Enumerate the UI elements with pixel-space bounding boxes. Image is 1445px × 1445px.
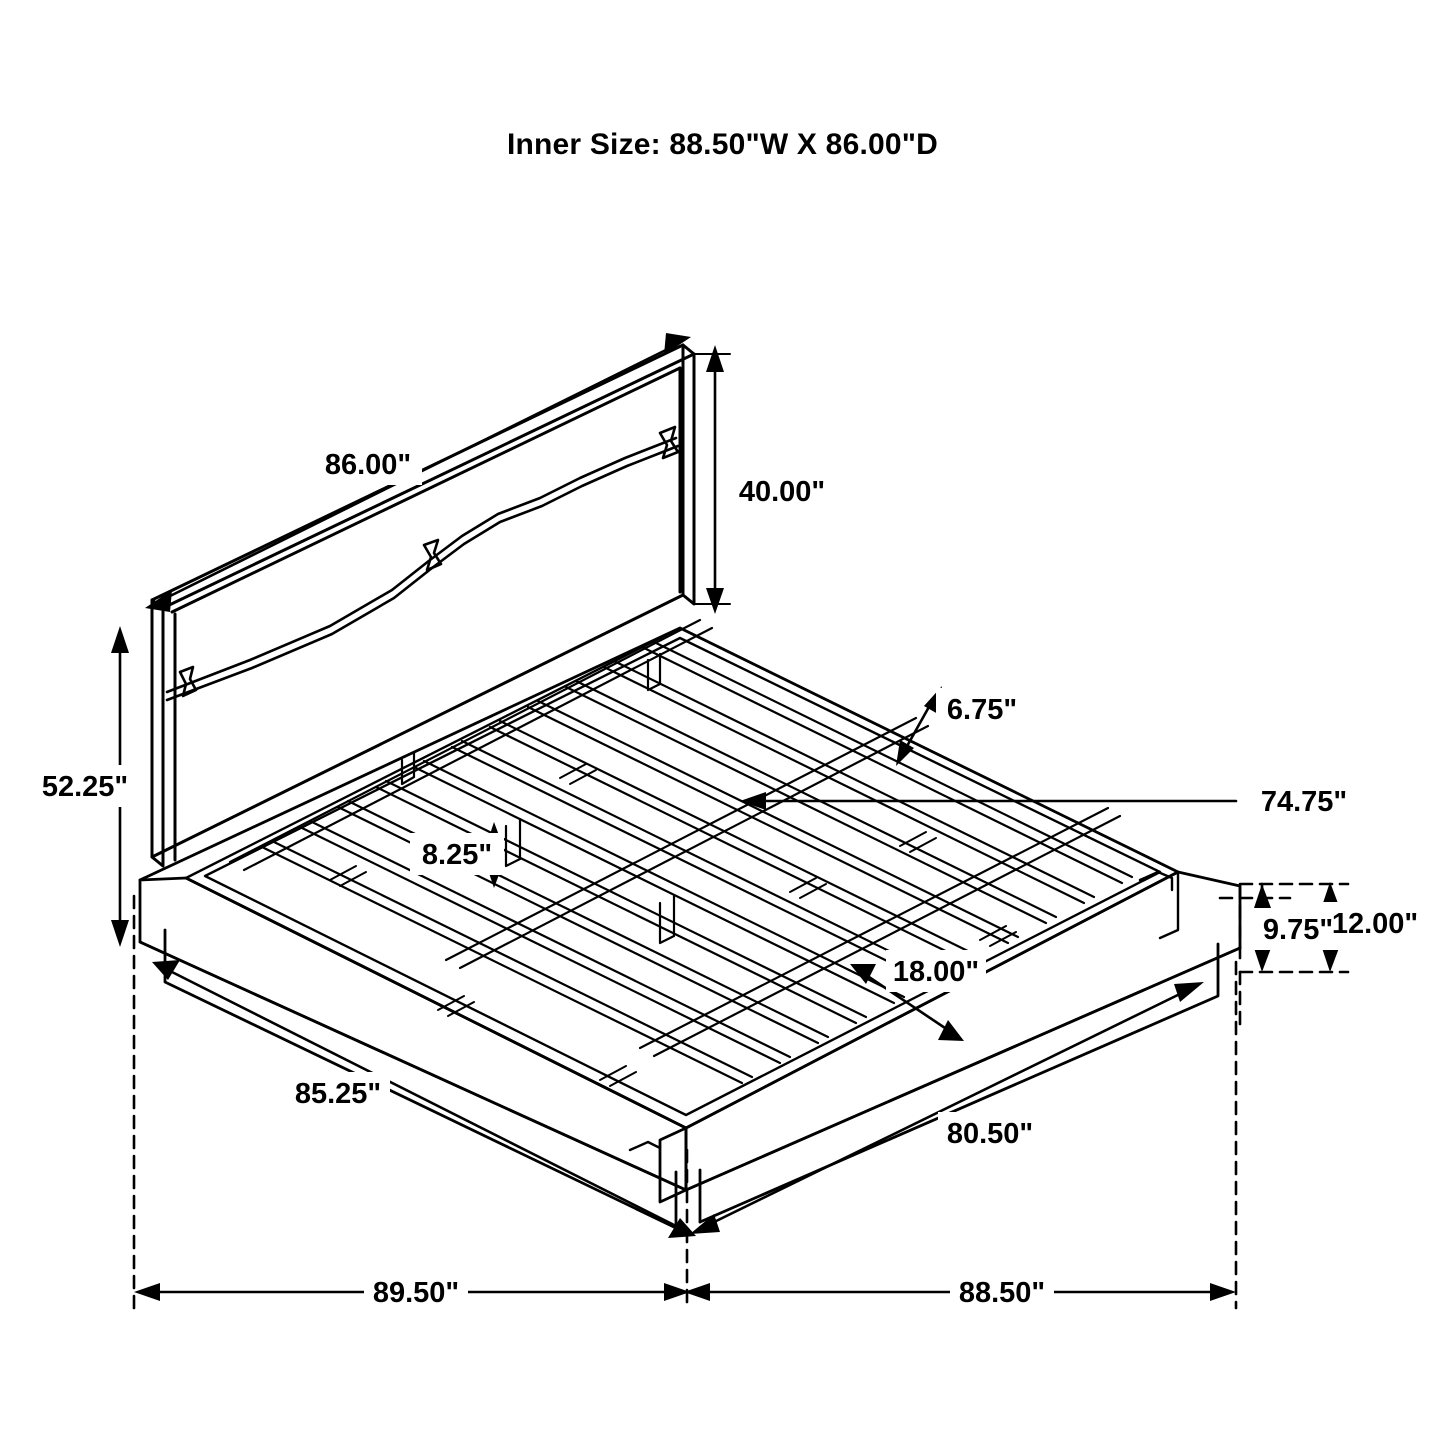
extension-lines-right <box>1218 882 1350 1030</box>
slat-deck <box>184 618 1180 1130</box>
dimension-label-headboard-width: 86.00" <box>325 449 411 481</box>
dimension-label-inner-foot-length: 80.50" <box>947 1118 1033 1150</box>
dimension-foot-rail-width <box>850 964 964 1041</box>
dimension-label-headboard-height: 40.00" <box>739 476 825 508</box>
dimension-slat-platform-length <box>740 792 1238 810</box>
dimension-label-overall-foot-length: 88.50" <box>959 1277 1045 1309</box>
headboard-wave-groove <box>165 436 680 702</box>
dimension-label-overall-height: 52.25" <box>42 771 128 803</box>
rail-corner-notch <box>1138 870 1180 940</box>
extension-lines-bottom <box>132 894 1238 1310</box>
dimension-label-slat-gap: 8.25" <box>422 839 492 871</box>
dimension-label-overall-side-length: 89.50" <box>373 1277 459 1309</box>
dimension-label-rail-top-width: 6.75" <box>947 694 1017 726</box>
dimension-inner-foot-length <box>690 982 1204 1234</box>
dimension-label-side-rail-height: 9.75" <box>1263 914 1333 946</box>
dimension-label-slat-platform-length: 74.75" <box>1261 786 1347 818</box>
dimension-label-foot-rail-width: 18.00" <box>893 956 979 988</box>
page-title: Inner Size: 88.50"W X 86.00"D <box>506 128 939 161</box>
bowtie-joint-icon <box>178 425 680 698</box>
headboard-foot-notch <box>628 1140 662 1152</box>
dimension-label-inner-side-length: 85.25" <box>295 1078 381 1110</box>
dimension-headboard-height <box>693 345 731 614</box>
platform-base <box>138 626 1242 1230</box>
dimension-inner-side-length <box>152 960 696 1238</box>
dimension-label-deck-to-floor: 12.00" <box>1332 908 1418 940</box>
